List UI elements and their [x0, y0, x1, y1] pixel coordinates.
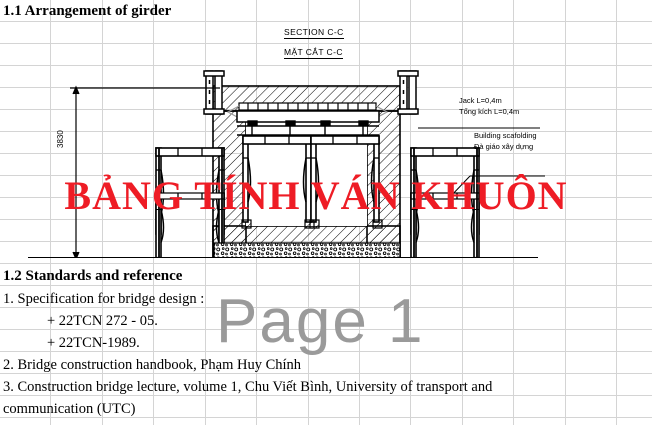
- annotation-jack-vi: Tổng kích L=0,4m: [459, 107, 520, 116]
- reference-item-3-cont: communication (UTC): [3, 401, 136, 417]
- annotation-scaffolding-en: Building scafolding: [474, 131, 537, 140]
- reference-item-3: 3. Construction bridge lecture, volume 1…: [3, 379, 493, 395]
- bridge-section-drawing: [28, 70, 545, 258]
- drawing-title-vi: MẶT CẮT C-C: [284, 47, 343, 59]
- dimension-height-label: 3830: [56, 130, 65, 148]
- reference-item-1b: + 22TCN-1989.: [47, 335, 140, 351]
- reference-item-1a: + 22TCN 272 - 05.: [47, 313, 158, 329]
- drawing-title-en: SECTION C-C: [284, 27, 344, 39]
- annotation-jack-en: Jack L=0,4m: [459, 96, 502, 105]
- reference-item-2: 2. Bridge construction handbook, Phạm Hu…: [3, 357, 302, 373]
- watermark-page-number: Page 1: [216, 287, 425, 356]
- watermark-formwork-title: BẢNG TÍNH VÁN KHUÔN: [64, 173, 568, 218]
- heading-standards-and-reference: 1.2 Standards and reference: [3, 268, 183, 284]
- reference-item-1: 1. Specification for bridge design :: [3, 291, 205, 307]
- annotation-scaffolding-vi: Đà giáo xây dựng: [474, 142, 534, 151]
- heading-arrangement-of-girder: 1.1 Arrangement of girder: [3, 3, 172, 19]
